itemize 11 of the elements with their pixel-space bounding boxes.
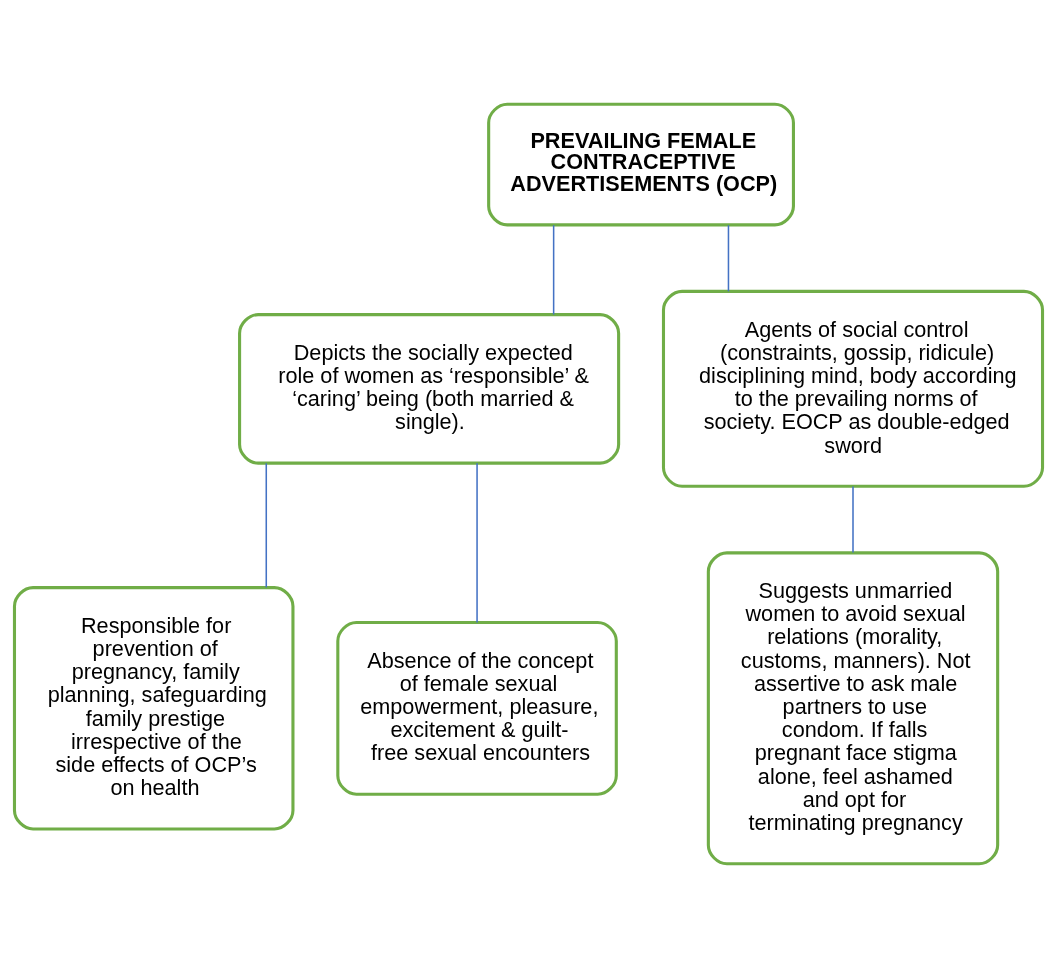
node-box: Depicts the socially expected role of women as ‘responsible’ & ‘caring’ being (both married & single).	[238, 312, 621, 465]
connector	[727, 223, 730, 292]
node-box: Responsible for prevention of pregnancy, family planning, safeguarding family prestige irrespective of the side effects of OCP’s on health	[12, 585, 295, 831]
connector	[552, 223, 555, 315]
node-box: PREVAILING FEMALE CONTRACEPTIVE ADVERTISEMENTS (OCP)	[487, 102, 795, 226]
connector	[265, 462, 268, 588]
connector	[852, 485, 854, 553]
node-box: Absence of the concept of female sexual empowerment, pleasure, excitement & guilt-free sexual encounters	[336, 620, 618, 796]
node-box: Suggests unmarried women to avoid sexual relations (morality, customs, manners). Not assertive to ask male partners to use condom. If falls pregnant face stigma alone, feel ashamed and opt for terminating pregnancy	[706, 550, 1000, 865]
node-box: Agents of social control (constraints, gossip, ridicule) disciplining mind, body according to the prevailing norms of society. EOCP as double-edged sword	[661, 289, 1045, 488]
connector	[476, 462, 478, 623]
